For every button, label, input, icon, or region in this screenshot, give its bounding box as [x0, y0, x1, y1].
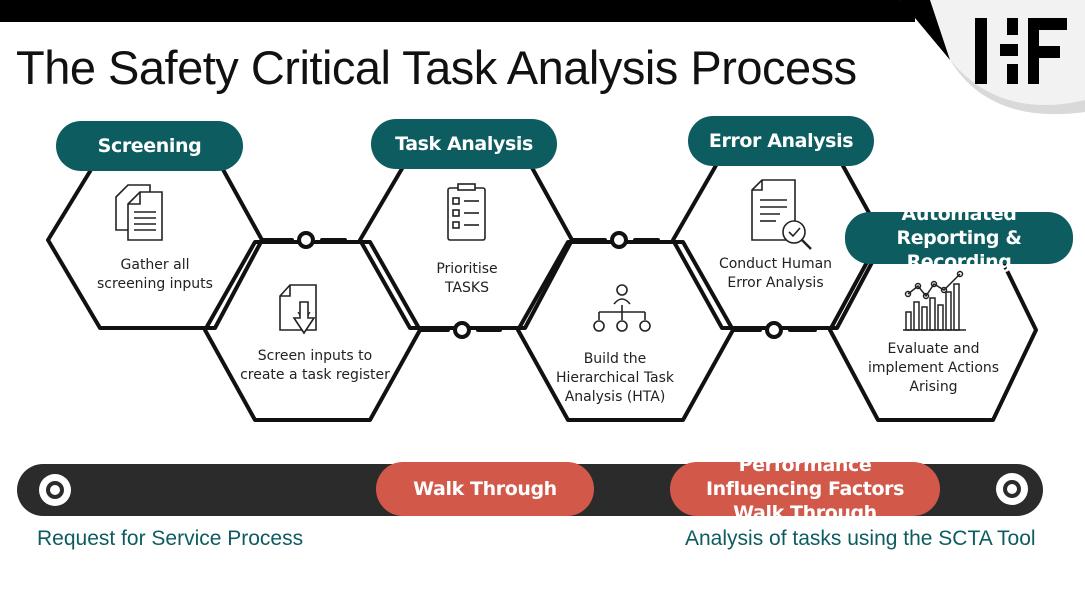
- checklist-icon: [447, 183, 486, 241]
- hexagon-screening-bottom: [203, 240, 422, 422]
- top-banner: [0, 0, 915, 22]
- connector: [260, 231, 347, 249]
- documents-icon: [115, 184, 163, 241]
- label-screen-inputs: Screen inputs to create a task register: [240, 348, 390, 383]
- connector: [731, 321, 817, 339]
- connector: [570, 231, 660, 249]
- stage-header-reporting: Automated Reporting & Recording: [845, 203, 1073, 273]
- stage-header-task-analysis: Task Analysis: [371, 119, 557, 169]
- logo-icon: [975, 18, 1067, 84]
- connector: [418, 321, 502, 339]
- bar-line-chart-icon: [903, 270, 966, 331]
- label-evaluate-actions: Evaluate and implement Actions Arising: [867, 341, 1000, 395]
- stage-header-error-analysis: Error Analysis: [688, 116, 874, 166]
- footer-right-label: Analysis of tasks using the SCTA Tool: [685, 527, 1036, 550]
- label-prioritise-tasks: Prioritise TASKS: [436, 261, 498, 296]
- document-search-icon: [751, 179, 812, 250]
- label-conduct-error-analysis: Conduct Human Error Analysis: [718, 256, 833, 291]
- hexagon-task-top: [358, 153, 574, 330]
- pif-walk-through-pill: Performance Influencing Factors Walk Thr…: [670, 454, 940, 524]
- label-build-hta: Build the Hierarchical Task Analysis (HT…: [555, 351, 675, 405]
- footer-left-label: Request for Service Process: [37, 527, 304, 550]
- walk-through-pill: Walk Through: [376, 462, 594, 516]
- label-gather-screening-inputs: Gather all screening inputs: [97, 257, 213, 292]
- page-title: The Safety Critical Task Analysis Proces…: [16, 41, 857, 94]
- stage-header-screening: Screening: [56, 121, 243, 171]
- download-file-icon: [279, 284, 317, 335]
- hexagon-task-bottom: [516, 240, 735, 422]
- hierarchy-icon: [593, 284, 651, 332]
- hexagon-screening-top: [46, 153, 264, 330]
